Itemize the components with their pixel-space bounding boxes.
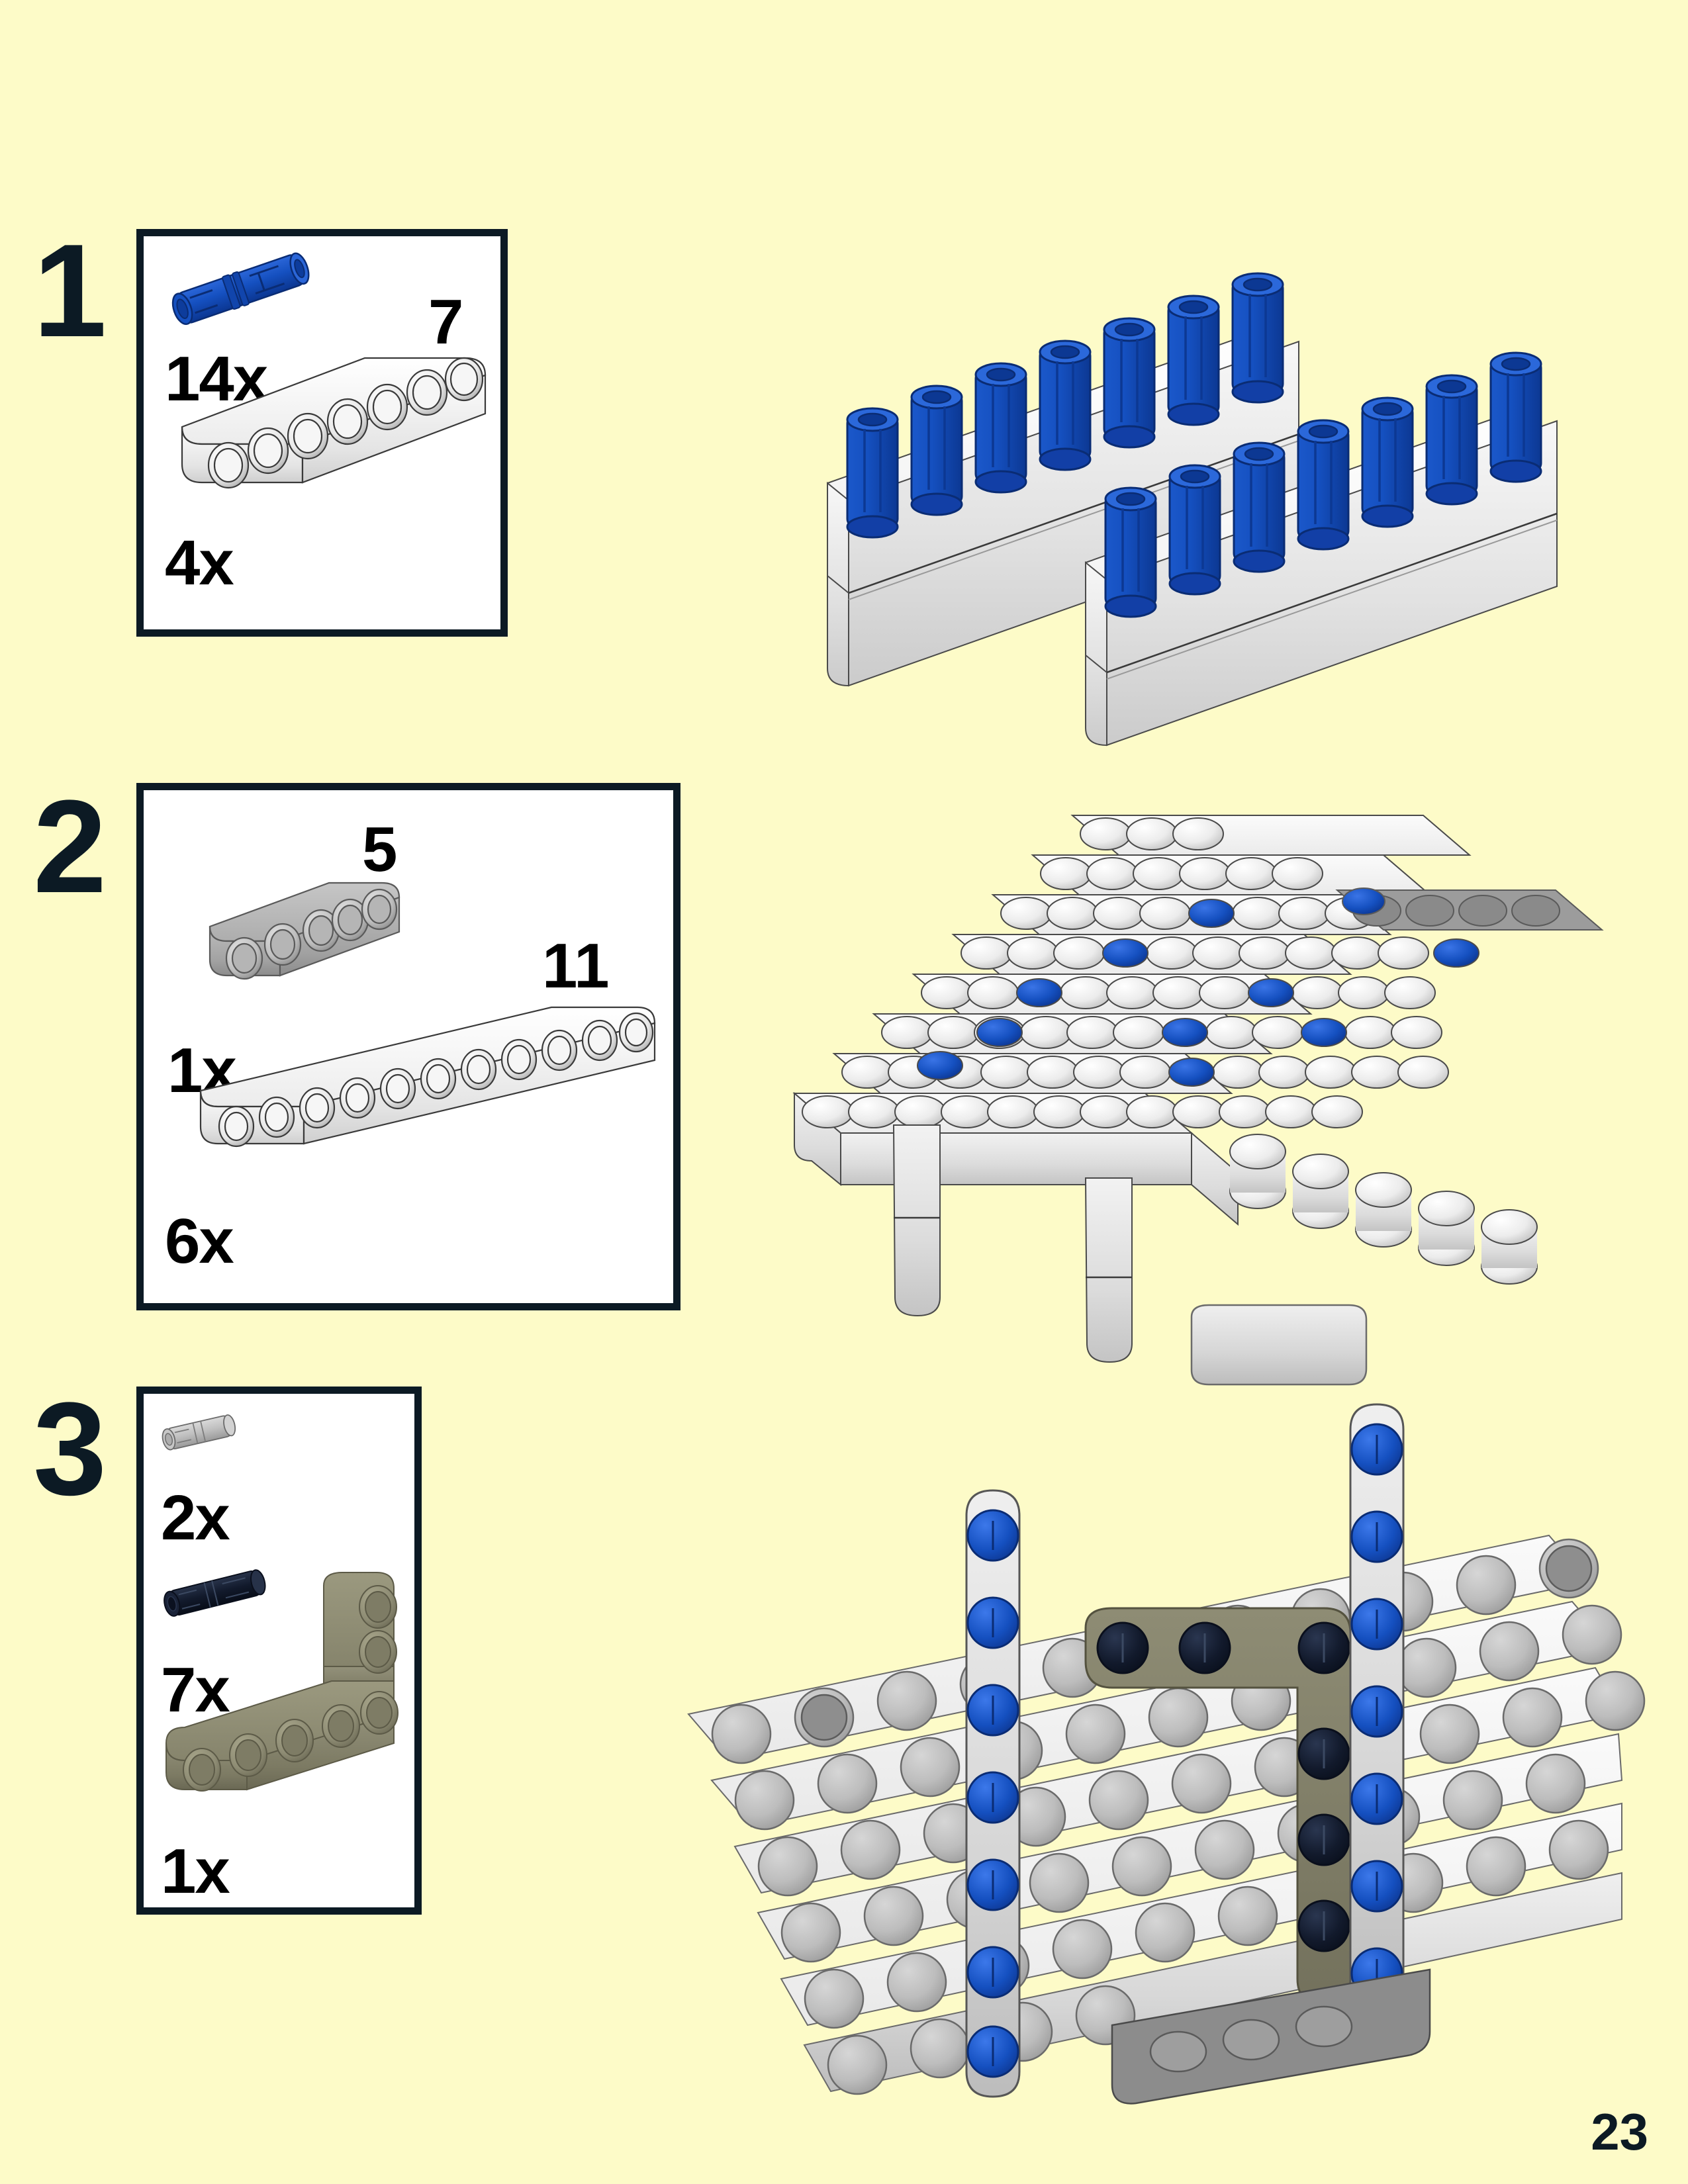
light-gray-pin-art [157,1410,243,1456]
parts-box-step-3: 2x 7x [136,1387,422,1915]
assembly-illustration-step-3 [649,1304,1646,2105]
page-number: 23 [1591,2103,1648,2161]
length-label-step1-beam: 7 [428,287,464,357]
dark-tan-angle-beam-art [154,1501,419,1852]
length-label-step2-white-beam: 11 [542,931,610,1001]
quantity-step1-beam: 4x [165,527,234,598]
parts-box-step-2: 5 [136,783,680,1310]
step-number-3: 3 [33,1375,107,1523]
white-liftarm-11-art [181,994,671,1179]
assembly-illustration-step-2 [675,754,1622,1363]
white-liftarm-7-art [154,353,505,525]
step-number-1: 1 [33,217,107,365]
blue-friction-pin-art [164,252,316,326]
quantity-step3-angle-beam: 1x [161,1836,230,1907]
quantity-step1-pin: 14x [165,343,268,414]
length-label-step2-gray-beam: 5 [362,814,398,885]
quantity-step2-white-beam: 6x [165,1206,234,1277]
black-pin-art [156,1567,275,1620]
assembly-illustration-step-1 [808,205,1589,747]
step-number-2: 2 [33,773,107,921]
gray-liftarm-5-art [199,878,424,1003]
quantity-step3-gray-pin: 2x [161,1482,230,1553]
quantity-step3-black-pin: 7x [161,1655,230,1725]
parts-box-step-1: 14x 7 [136,229,508,637]
